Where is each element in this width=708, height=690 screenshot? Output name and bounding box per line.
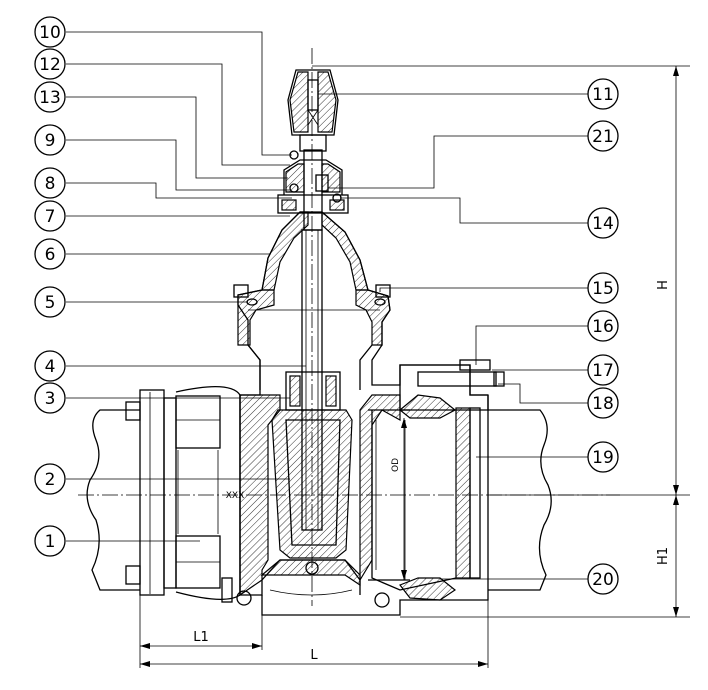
dim-l-label: L [310,648,318,663]
svg-text:4: 4 [45,357,56,377]
callout-14: 14 [587,207,619,239]
callout-16: 16 [587,310,619,342]
bonnet-top [277,150,349,214]
right-pipe [488,409,552,591]
left-flange [125,386,252,606]
callout-3: 3 [34,382,66,414]
svg-text:16: 16 [592,317,614,337]
svg-text:18: 18 [592,394,614,414]
svg-text:6: 6 [45,245,56,265]
callout-9: 9 [34,124,66,156]
leader-lines-left [66,31,306,542]
callout-17: 17 [587,354,619,386]
svg-text:10: 10 [39,23,61,43]
svg-text:7: 7 [45,207,56,227]
svg-text:5: 5 [45,293,56,313]
body-marking: XXX [226,491,245,501]
dim-l1-label: L1 [193,630,209,645]
callout-19: 19 [587,441,619,473]
center-lines [78,48,620,606]
svg-text:3: 3 [45,389,56,409]
svg-text:12: 12 [39,55,61,75]
svg-text:9: 9 [45,131,56,151]
valve-body [233,210,489,616]
svg-text:19: 19 [592,448,614,468]
operating-cap [287,69,339,152]
callout-7: 7 [34,200,66,232]
callout-12: 12 [34,48,66,80]
callout-2: 2 [34,463,66,495]
svg-text:1: 1 [45,532,56,552]
callout-8: 8 [34,167,66,199]
callout-6: 6 [34,238,66,270]
callout-20: 20 [587,563,619,595]
svg-text:13: 13 [39,88,61,108]
dim-h1-label: H1 [656,547,671,565]
callout-4: 4 [34,350,66,382]
callout-1: 1 [34,525,66,557]
socket-end [368,359,505,601]
callout-5: 5 [34,286,66,318]
callout-15: 15 [587,272,619,304]
dim-od-label: OD [391,458,401,472]
svg-text:14: 14 [592,214,614,234]
svg-text:2: 2 [45,470,56,490]
svg-text:20: 20 [592,570,614,590]
callout-18: 18 [587,387,619,419]
left-pipe [86,409,140,591]
callout-21: 21 [587,120,619,152]
dimension-lines [139,65,690,668]
callout-11: 11 [587,78,619,110]
svg-text:8: 8 [45,174,56,194]
dim-h-label: H [656,280,671,290]
callout-10: 10 [34,16,66,48]
svg-text:17: 17 [592,361,614,381]
svg-text:11: 11 [592,85,614,105]
callout-13: 13 [34,81,66,113]
svg-text:15: 15 [592,279,614,299]
svg-text:21: 21 [592,127,614,147]
leader-lines-right [318,93,588,580]
